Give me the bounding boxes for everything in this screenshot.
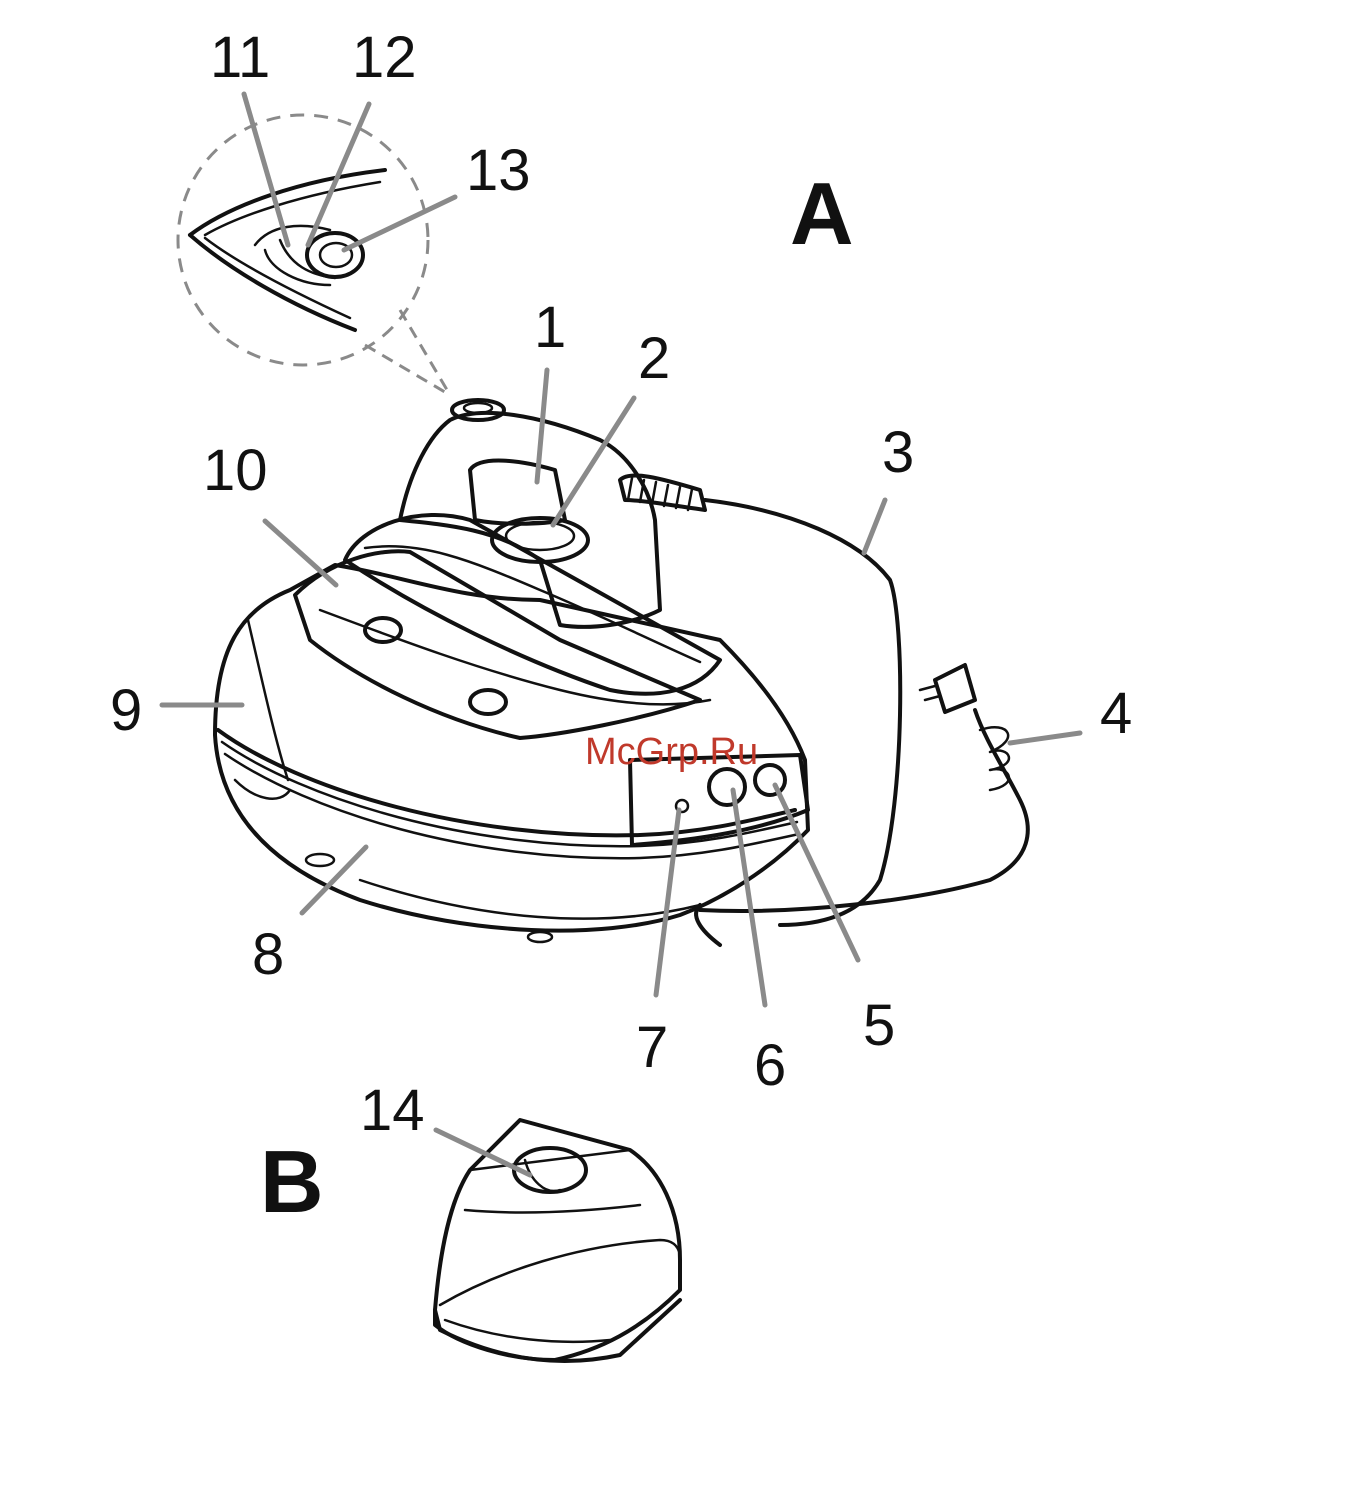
callout-12: 12 bbox=[352, 25, 417, 90]
callout-3: 3 bbox=[882, 420, 914, 485]
watermark-text: McGrp.Ru bbox=[585, 731, 758, 773]
callout-2: 2 bbox=[638, 326, 670, 391]
callout-6: 6 bbox=[754, 1033, 786, 1098]
callout-5: 5 bbox=[863, 993, 895, 1058]
callout-7: 7 bbox=[636, 1015, 668, 1080]
leader-lines bbox=[162, 94, 1080, 1175]
callout-8: 8 bbox=[252, 922, 284, 987]
callout-10: 10 bbox=[203, 438, 268, 503]
section-a-label: A bbox=[790, 164, 854, 263]
section-b-label: B bbox=[260, 1132, 324, 1231]
detail-zoom-inset bbox=[178, 115, 450, 395]
callout-14: 14 bbox=[360, 1078, 425, 1143]
rinse-cup-drawing bbox=[435, 1120, 680, 1361]
callout-11: 11 bbox=[210, 25, 270, 90]
callout-1: 1 bbox=[534, 295, 566, 360]
callout-9: 9 bbox=[110, 678, 142, 743]
callout-4: 4 bbox=[1100, 681, 1132, 746]
callout-13: 13 bbox=[466, 138, 531, 203]
